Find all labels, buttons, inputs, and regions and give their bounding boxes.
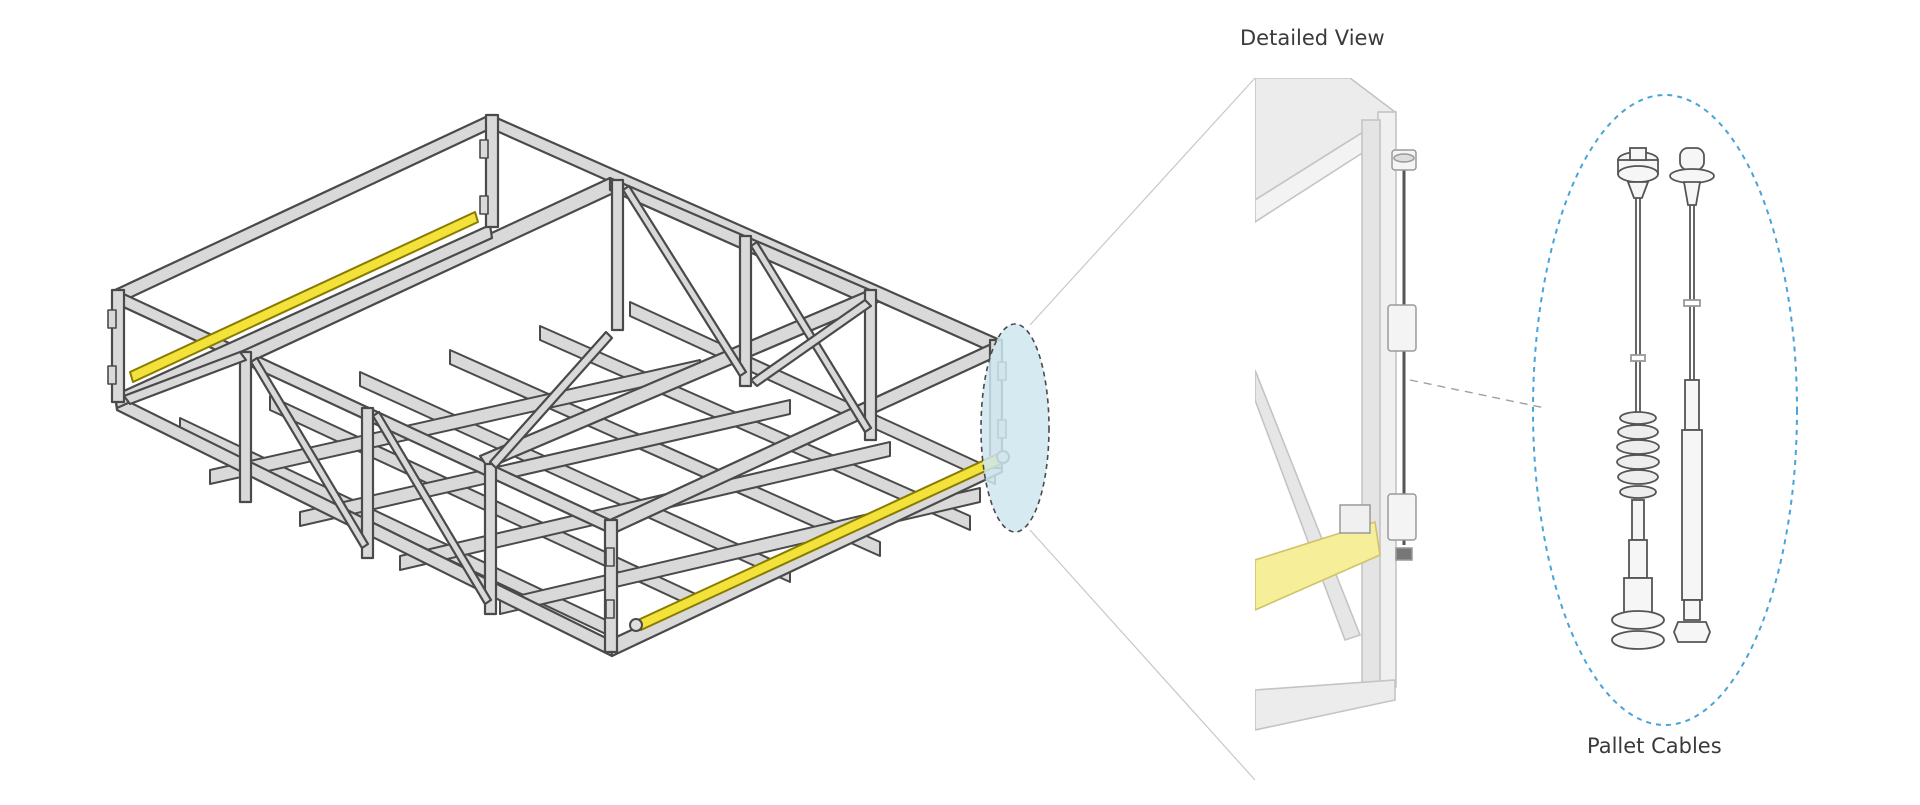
cable-straight-icon — [1669, 147, 1715, 643]
diagonal-braces — [122, 184, 873, 606]
zoom-guide-lines — [1029, 77, 1256, 781]
pallet-frame-illustration — [107, 113, 1010, 658]
vertical-posts — [110, 113, 1004, 654]
pallet-cables-label: Pallet Cables — [1587, 734, 1722, 758]
zoom-highlight-ellipse — [980, 323, 1050, 533]
cable-connector-line — [1409, 379, 1546, 409]
detail-brackets — [1339, 149, 1417, 561]
cable-spring-icon — [1611, 147, 1665, 650]
detail-view-illustration — [1255, 78, 1417, 731]
detailed-view-label: Detailed View — [1240, 26, 1385, 50]
cables-dashed-ellipse — [1532, 94, 1798, 726]
